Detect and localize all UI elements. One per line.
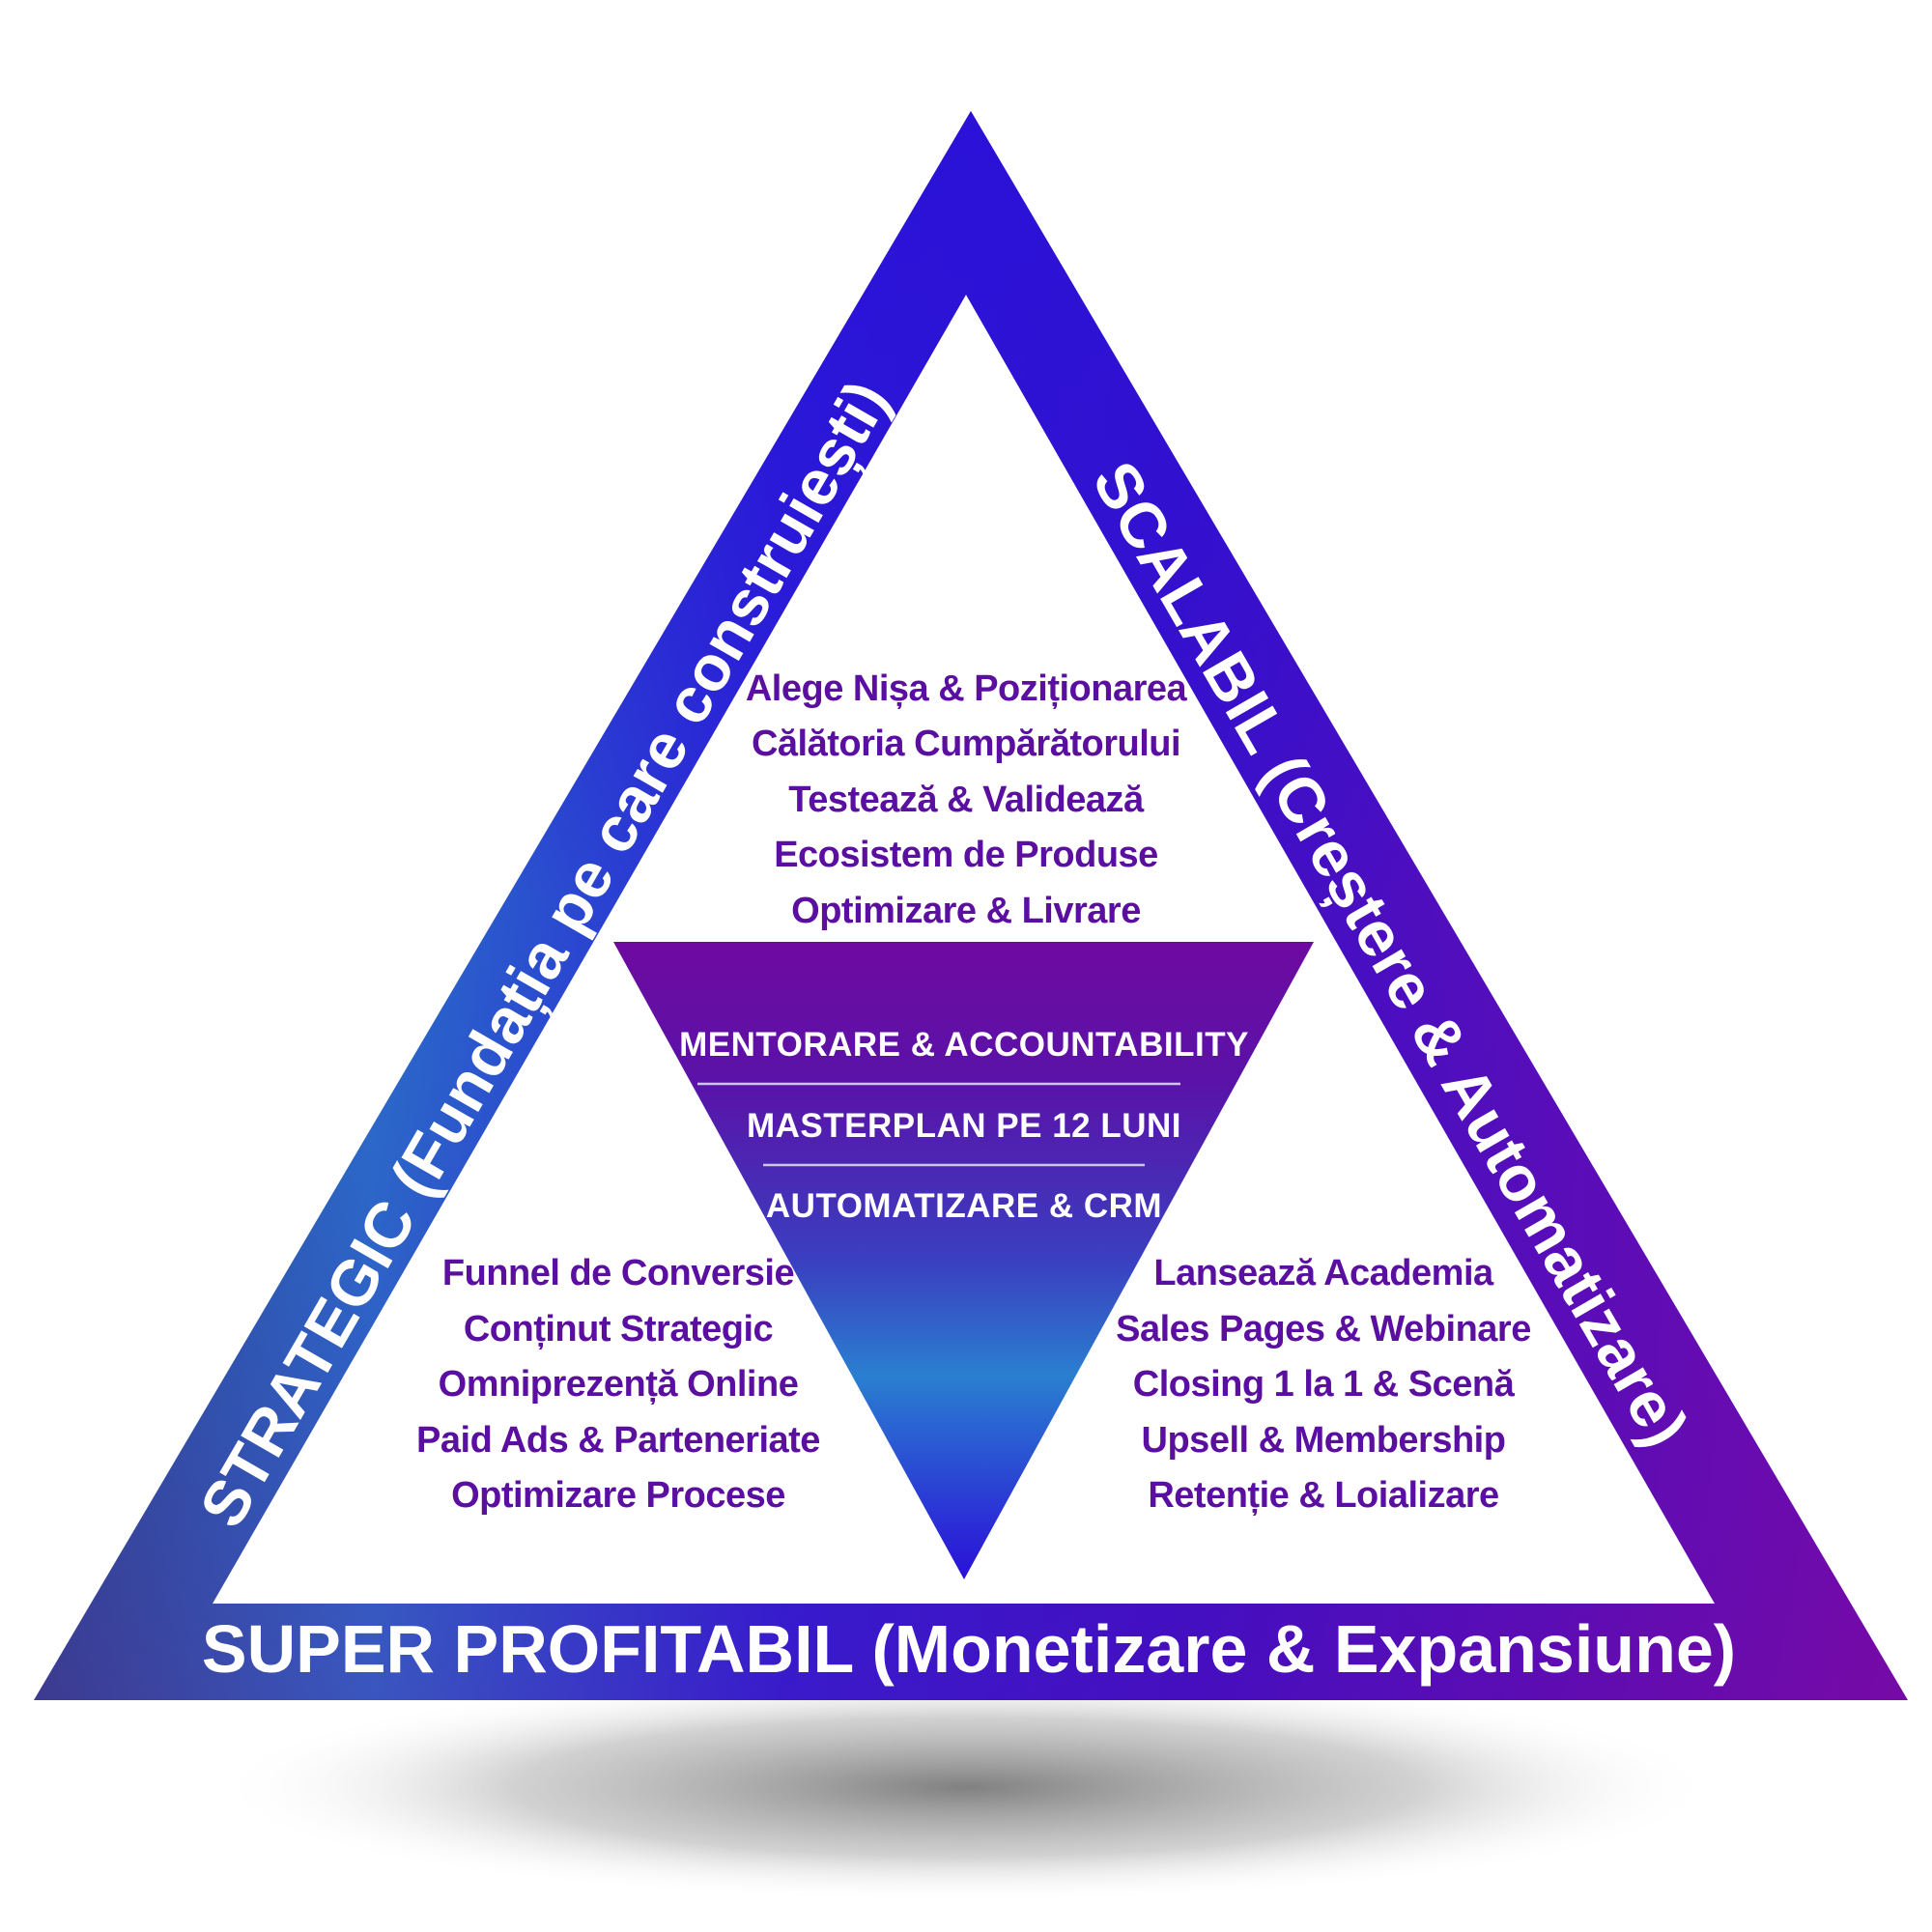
- list-item: Funnel de Conversie: [442, 1253, 794, 1293]
- list-item: Ecosistem de Produse: [774, 835, 1158, 875]
- list-item: Upsell & Membership: [1142, 1420, 1506, 1461]
- left-list: Funnel de Conversie Conținut Strategic O…: [416, 1253, 820, 1516]
- list-item: Paid Ads & Parteneriate: [416, 1420, 820, 1461]
- list-item: Omniprezență Online: [439, 1364, 799, 1405]
- center-inverted-triangle: [613, 942, 1314, 1579]
- list-item: Călătoria Cumpărătorului: [752, 724, 1180, 764]
- bottom-side-label: SUPER PROFITABIL (Monetizare & Expansiun…: [202, 1611, 1736, 1687]
- list-item: Retenție & Loializare: [1148, 1475, 1498, 1516]
- outer-triangle-band-overlay: [34, 111, 1908, 1700]
- center-label-mentoring: MENTORARE & ACCOUNTABILITY: [679, 1026, 1249, 1064]
- list-item: Testează & Validează: [788, 780, 1145, 820]
- list-item: Optimizare & Livrare: [791, 891, 1141, 931]
- list-item: Conținut Strategic: [464, 1309, 774, 1350]
- top-list: Alege Nișa & Poziționarea Călătoria Cump…: [746, 668, 1188, 931]
- list-item: Optimizare Procese: [451, 1475, 785, 1516]
- floor-shadow: [213, 1671, 1719, 1903]
- right-list: Lansează Academia Sales Pages & Webinare…: [1116, 1253, 1531, 1516]
- list-item: Lansează Academia: [1153, 1253, 1494, 1293]
- center-label-masterplan: MASTERPLAN PE 12 LUNI: [747, 1107, 1181, 1145]
- list-item: Alege Nișa & Poziționarea: [746, 668, 1188, 709]
- center-label-automation: AUTOMATIZARE & CRM: [766, 1187, 1162, 1225]
- list-item: Sales Pages & Webinare: [1116, 1309, 1531, 1350]
- list-item: Closing 1 la 1 & Scenă: [1133, 1364, 1516, 1405]
